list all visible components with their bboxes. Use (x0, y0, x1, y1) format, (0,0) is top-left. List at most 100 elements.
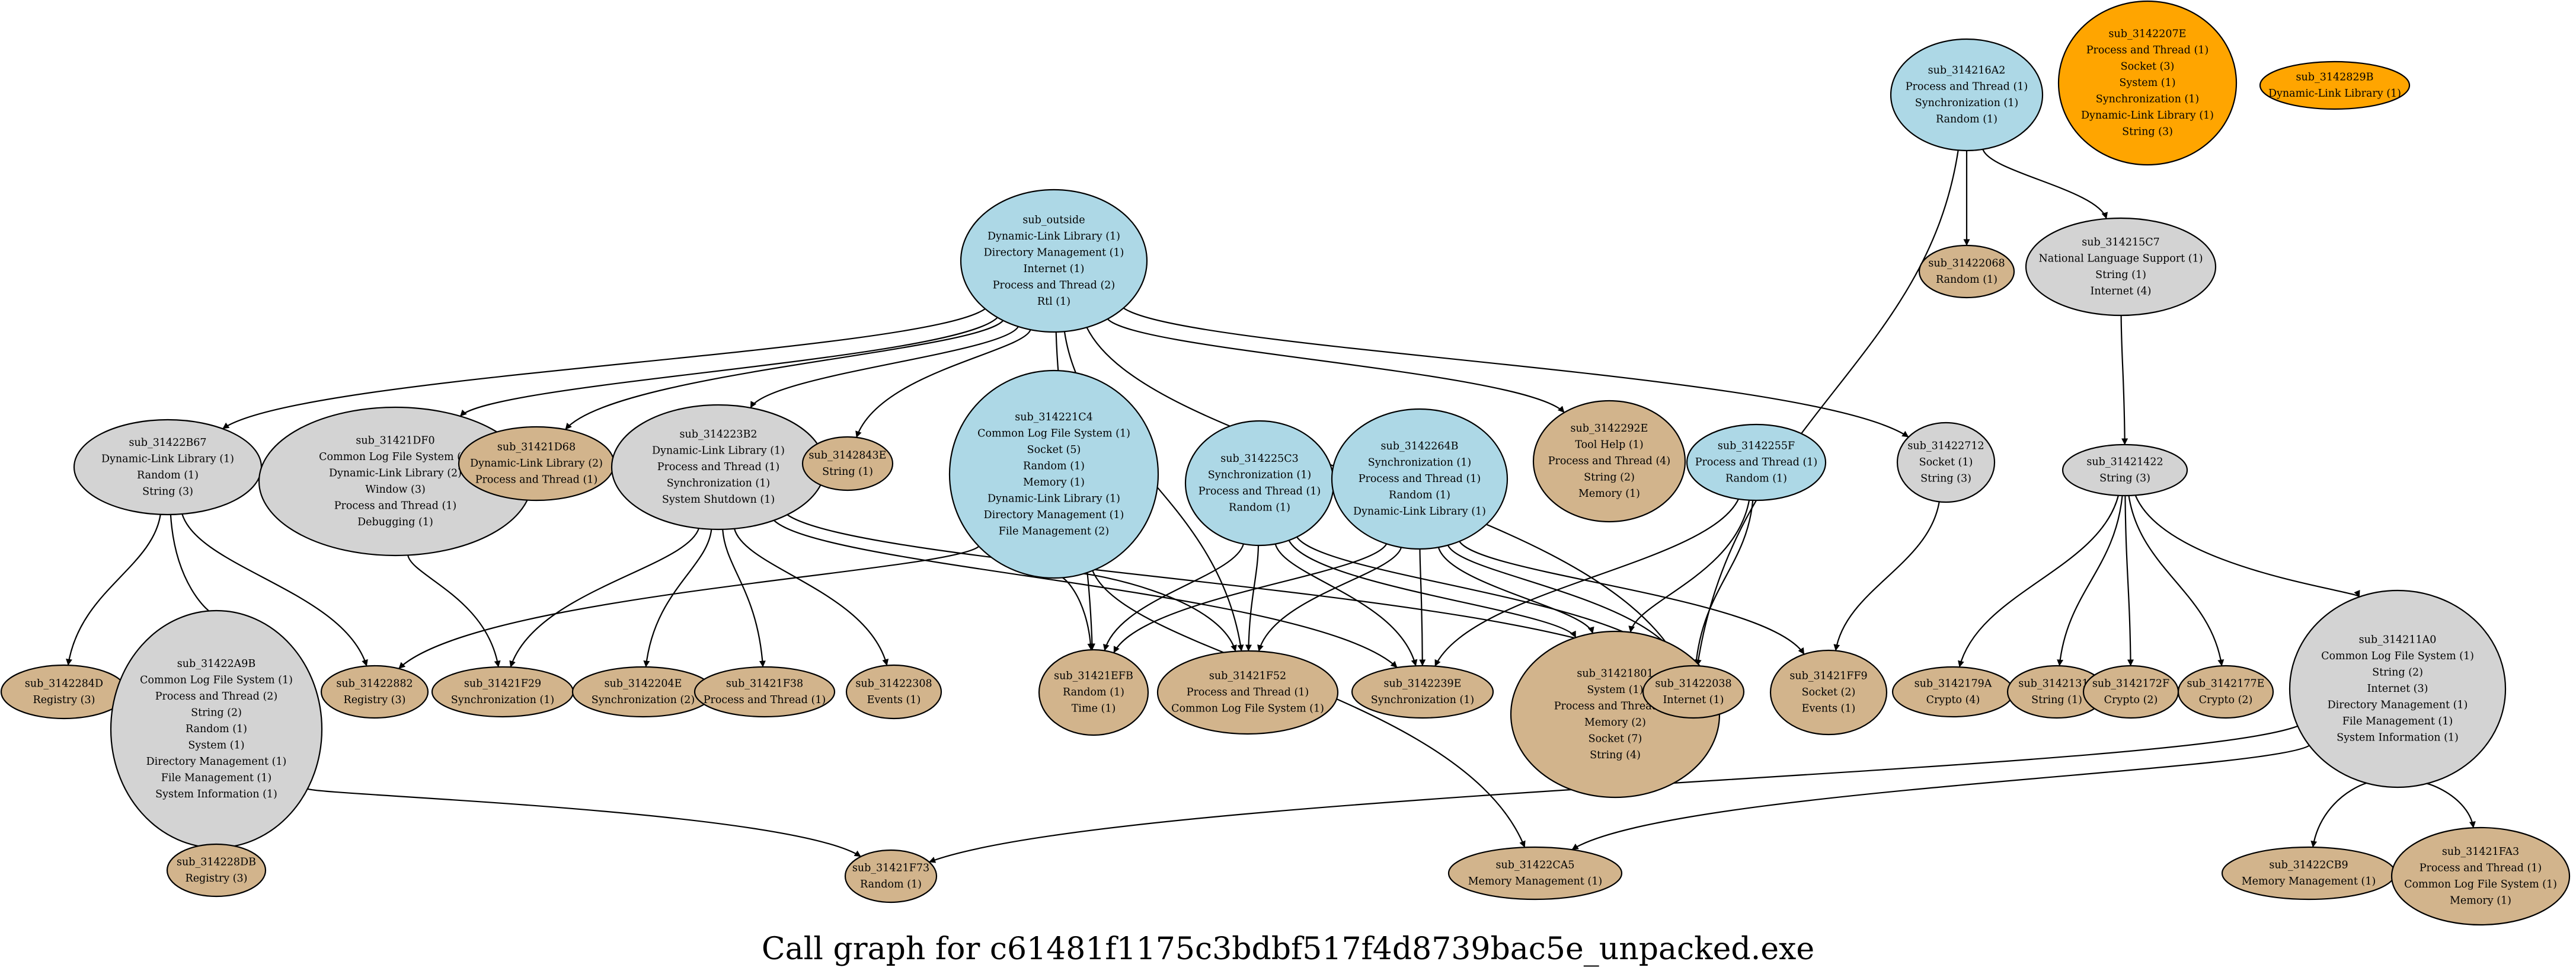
node-shape (2177, 665, 2274, 719)
node-shape (1184, 420, 1335, 547)
node-api-count: Registry (3) (33, 694, 95, 706)
node-api-count: Random (1) (137, 470, 199, 481)
node-api-count: Process and Thread (1) (2086, 44, 2209, 56)
node-api-count: System Shutdown (1) (662, 494, 775, 506)
node-api-count: System (1) (2119, 77, 2175, 89)
node-title: sub_3142843E (809, 449, 887, 461)
node-api-count: Synchronization (1) (667, 478, 770, 490)
node-shape (2221, 846, 2396, 901)
call-edge (398, 545, 980, 669)
node-shape (844, 849, 938, 903)
node-shape (2062, 443, 2188, 497)
node-api-count: Random (1) (1389, 490, 1450, 502)
node-api-count: Process and Thread (1) (475, 474, 597, 486)
node-shape (1890, 38, 2044, 152)
node-api-count: Rtl (1) (1037, 296, 1070, 308)
call-edge (750, 326, 1019, 408)
node-shape (960, 189, 1148, 333)
node-api-count: Socket (3) (2121, 61, 2175, 73)
node-api-count: Dynamic-Link Library (1) (101, 453, 234, 465)
call-edge (222, 308, 986, 430)
node-api-count: Directory Management (1) (146, 756, 287, 768)
node-api-count: Socket (2) (1802, 687, 1856, 698)
node-api-count: Random (1) (1725, 473, 1787, 485)
call-edge (2310, 781, 2383, 848)
node-api-count: Memory (2) (1584, 717, 1646, 729)
node-api-count: Process and Thread (1) (1359, 473, 1481, 485)
node-title: sub_31421F38 (726, 678, 803, 689)
node-api-count: Crypto (2) (2104, 694, 2158, 706)
node-api-count: Synchronization (2) (592, 694, 695, 706)
call-edge (170, 514, 212, 618)
node-api-count: String (1) (2031, 694, 2082, 706)
node-api-count: Process and Thread (4) (1548, 455, 1670, 467)
node-shape (320, 665, 429, 719)
call-edge (509, 528, 700, 668)
call-edge (1123, 307, 1909, 438)
node-api-count: Common Log File System (1) (2404, 879, 2557, 890)
call-edge (407, 555, 501, 668)
node-api-count: Internet (1) (1663, 694, 1724, 706)
node-shape (1447, 846, 1623, 901)
node-api-count: Random (1) (186, 723, 247, 735)
node-api-count: Internet (3) (2367, 683, 2428, 695)
node-api-count: Time (1) (1072, 703, 1116, 715)
node-api-count: Synchronization (1) (451, 694, 554, 706)
call-edge (2134, 494, 2360, 598)
node-api-count: Process and Thread (1) (1906, 81, 2028, 92)
node-api-count: Process and Thread (1) (334, 500, 456, 512)
call-edge (1833, 502, 1940, 652)
call-edge (1288, 539, 1577, 638)
node-title: sub_outside (1022, 214, 1085, 226)
call-edge (1257, 547, 1402, 652)
node-api-count: Synchronization (1) (1368, 457, 1471, 469)
node-shape (801, 436, 894, 491)
call-edge (1695, 150, 1959, 666)
node-title: sub_31422712 (1907, 440, 1984, 452)
node-title: sub_31422308 (855, 678, 932, 689)
node-api-count: Common Log File System (1) (140, 675, 293, 687)
call-edge (1571, 745, 2310, 851)
call-edge (733, 528, 889, 666)
node-api-count: Memory (1) (1578, 488, 1640, 500)
call-edge (2124, 495, 2134, 666)
node-api-count: National Language Support (1) (2038, 253, 2203, 264)
node-title: sub_31422B67 (129, 437, 206, 449)
node-title: sub_31421422 (2086, 456, 2163, 468)
node-api-count: Random (1) (1936, 274, 1997, 286)
node-api-count: Memory (1) (1023, 477, 1085, 489)
node-api-count: Memory Management (1) (1468, 876, 1602, 887)
node-api-count: Dynamic-Link Library (1) (2081, 110, 2214, 122)
node-shape (2289, 589, 2507, 788)
node-title: sub_314223B2 (679, 429, 757, 440)
node-api-count: Process and Thread (1) (1187, 687, 1309, 698)
node-api-count: Registry (3) (344, 694, 406, 706)
node-api-count: Socket (5) (1027, 444, 1081, 456)
call-edge (2120, 315, 2128, 445)
node-title: sub_31421D68 (497, 442, 576, 454)
call-edge (643, 529, 712, 668)
node-api-count: String (3) (2099, 472, 2150, 484)
node-title: sub_31422038 (1655, 678, 1731, 689)
